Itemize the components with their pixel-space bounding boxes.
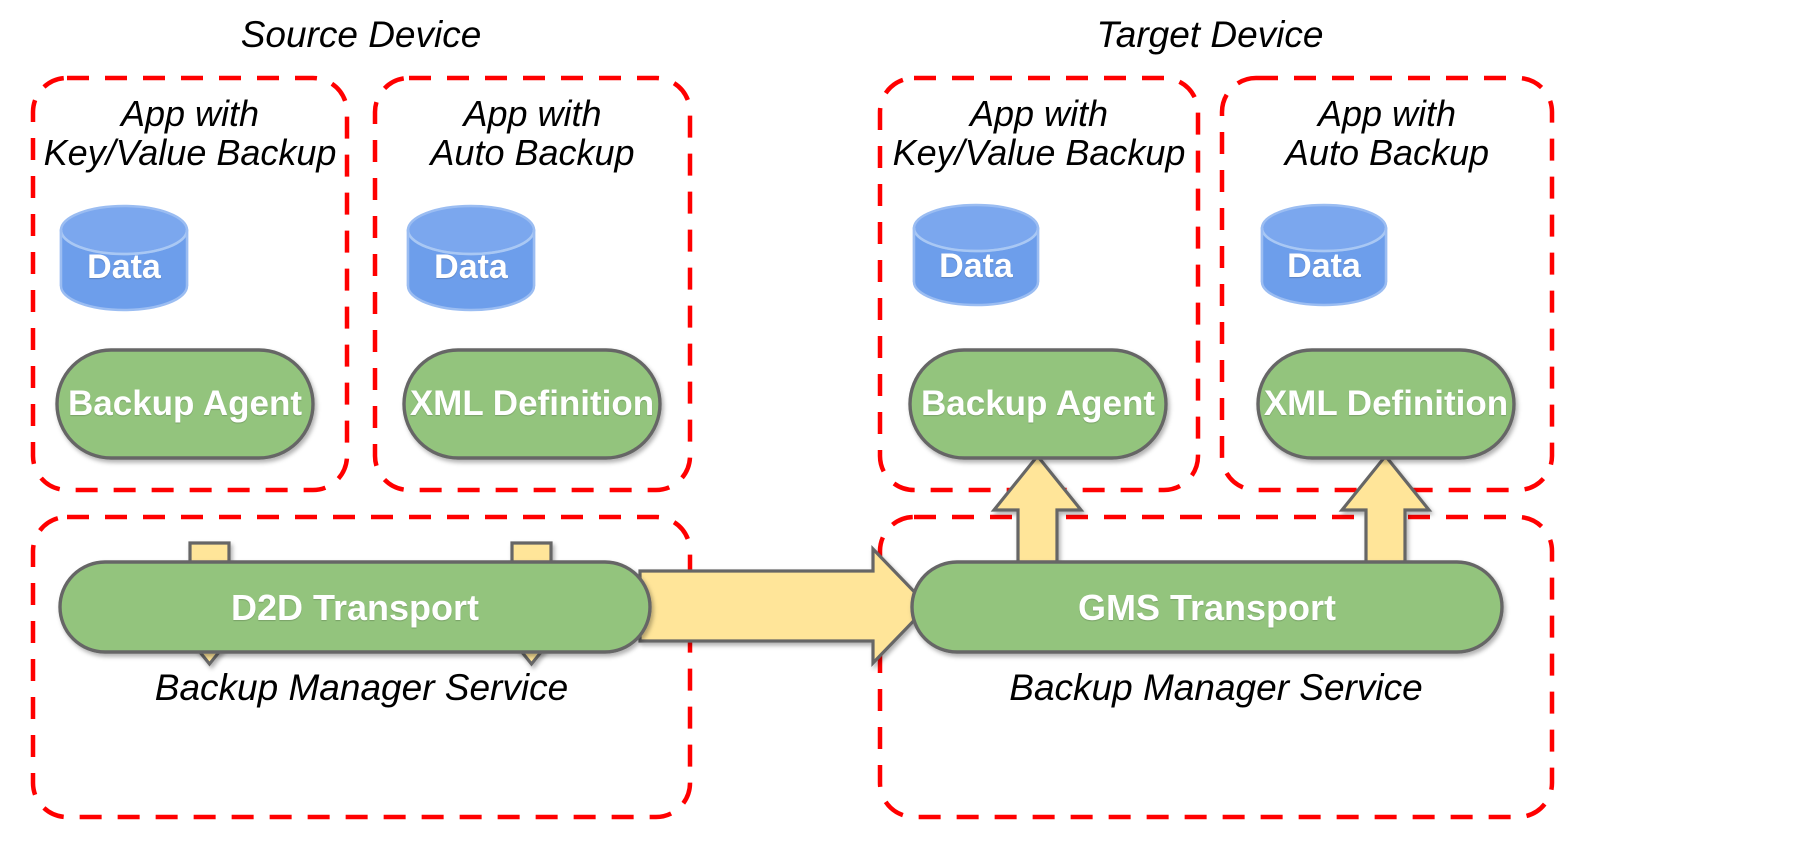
app-title-line2: Auto Backup [430, 131, 635, 173]
datastore-cylinder-source-auto [406, 204, 536, 312]
service-caption-target: Backup Manager Service [1009, 667, 1423, 708]
app-title-line1: App with [120, 93, 260, 134]
component-box-target-auto[interactable] [1256, 348, 1516, 460]
app-container-target-kv [877, 75, 1201, 493]
app-container-source-kv [30, 75, 350, 493]
app-title-target-kv: App with Key/Value Backup [880, 93, 1198, 173]
app-title-source-auto: App with Auto Backup [375, 93, 690, 173]
app-container-source-auto [372, 75, 693, 493]
component-box-target-kv[interactable] [908, 348, 1168, 460]
app-title-line2: Key/Value Backup [892, 131, 1186, 173]
app-title-line1: App with [1317, 93, 1457, 134]
component-box-source-kv[interactable] [55, 348, 315, 460]
app-title-source-kv: App with Key/Value Backup [33, 93, 347, 173]
app-title-line1: App with [969, 93, 1109, 134]
transport-box-target[interactable] [910, 560, 1504, 654]
device-title-target: Target Device [1096, 14, 1324, 55]
transport-box-source[interactable] [58, 560, 652, 654]
device-title-source: Source Device [240, 14, 482, 55]
datastore-cylinder-source-kv [59, 204, 189, 312]
service-caption-source: Backup Manager Service [154, 667, 569, 708]
app-title-target-auto: App with Auto Backup [1222, 93, 1552, 173]
service-container-source [30, 514, 693, 820]
flow-arrow-transport-across [638, 545, 931, 667]
datastore-cylinder-target-kv [912, 203, 1040, 307]
datastore-cylinder-target-auto [1260, 203, 1388, 307]
app-title-line1: App with [463, 93, 602, 134]
app-title-line2: Auto Backup [1284, 131, 1490, 173]
app-title-line2: Key/Value Backup [43, 131, 337, 173]
component-box-source-auto[interactable] [402, 348, 662, 460]
service-container-target [877, 514, 1555, 820]
